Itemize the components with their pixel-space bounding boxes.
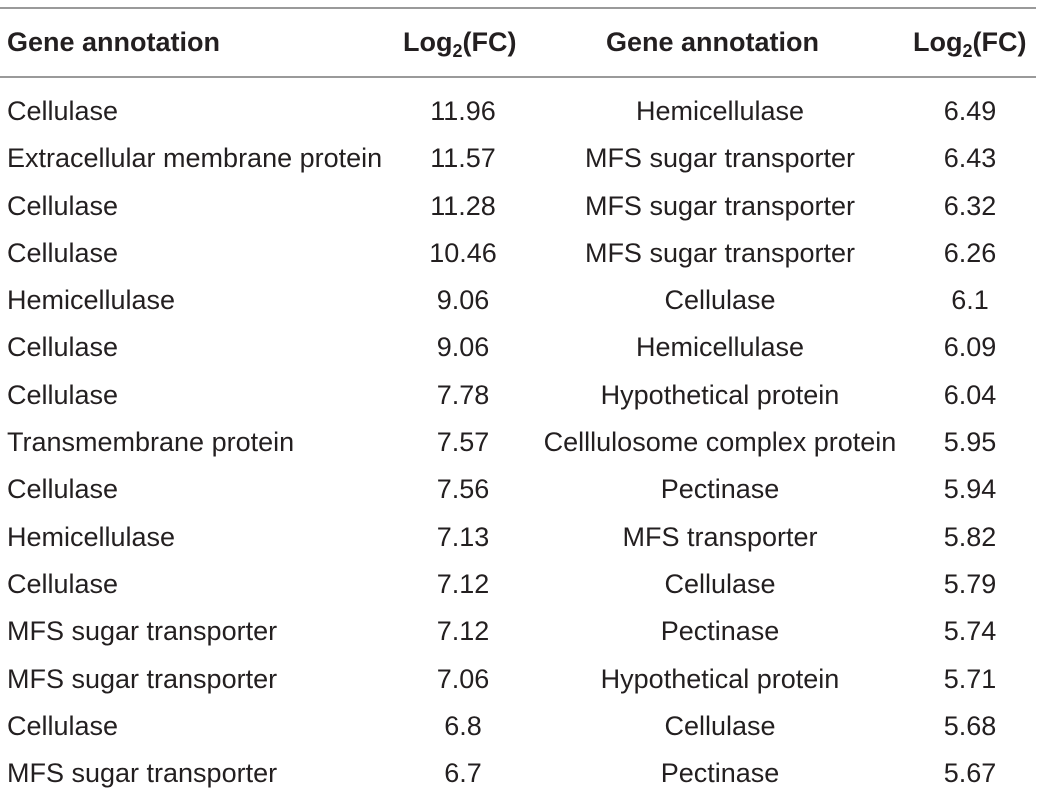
log2fc-left: 7.12 — [436, 568, 490, 599]
header-log2fc-1-sub: 2 — [452, 41, 463, 61]
gene-annotation-left: Cellulase — [7, 379, 119, 410]
table-row: Transmembrane protein 7.57 Celllulosome co… — [0, 419, 1040, 466]
log2fc-left: 7.13 — [436, 521, 490, 552]
table-row: Cellulase 11.28 MFS sugar transporter 6.32 — [0, 183, 1040, 230]
log2fc-right: 5.71 — [943, 663, 997, 694]
log2fc-left: 7.06 — [436, 663, 490, 694]
table-row: Cellulase 10.46 MFS sugar transporter 6.26 — [0, 230, 1040, 277]
gene-annotation-right: MFS sugar transporter — [584, 143, 856, 174]
table-row: Cellulase 7.56 Pectinase 5.94 — [0, 466, 1040, 513]
table-row: MFS sugar transporter 7.06 Hypothetical pr… — [0, 656, 1040, 703]
gene-annotation-right: Pectinase — [660, 758, 780, 789]
gene-annotation-left: Hemicellulase — [7, 521, 176, 552]
log2fc-left: 7.57 — [436, 427, 490, 458]
gene-annotation-right: MFS sugar transporter — [584, 237, 856, 268]
log2fc-right: 5.82 — [943, 521, 997, 552]
log2fc-left: 7.12 — [436, 616, 490, 647]
log2fc-right: 6.32 — [943, 190, 997, 221]
log2fc-right: 6.49 — [943, 96, 997, 126]
gene-annotation-left: MFS sugar transporter — [7, 663, 278, 694]
log2fc-left: 11.28 — [430, 190, 496, 221]
log2fc-left: 6.7 — [444, 758, 482, 789]
table-row: Cellulase 7.12 Cellulase 5.79 — [0, 561, 1040, 608]
gene-annotation-left: MFS sugar transporter — [7, 616, 278, 647]
gene-annotation-left: Cellulase — [7, 568, 119, 599]
gene-annotation-right: Pectinase — [660, 616, 780, 647]
log2fc-right: 5.67 — [943, 758, 997, 789]
log2fc-left: 9.06 — [436, 332, 490, 363]
gene-annotation-right: Hypothetical protein — [600, 379, 840, 410]
gene-annotation-right: MFS sugar transporter — [584, 190, 856, 221]
table-row: Cellulase 7.78 Hypothetical protein 6.04 — [0, 372, 1040, 419]
header-log2fc-1-tail: (FC) — [462, 27, 517, 57]
table-row: Cellulase 11.96 Hemicellulase 6.49 — [0, 88, 1040, 135]
gene-annotation-right: Cellulase — [664, 285, 776, 316]
gene-annotation-left: Cellulase — [7, 190, 119, 221]
log2fc-left: 6.8 — [444, 710, 482, 741]
header-log2fc-2: Log2(FC) — [913, 26, 1027, 61]
gene-annotation-right: Hypothetical protein — [600, 663, 840, 694]
gene-annotation-right: Pectinase — [660, 474, 780, 505]
log2fc-right: 6.09 — [943, 332, 997, 363]
gene-annotation-right: Hemicellulase — [635, 332, 805, 363]
log2fc-left: 11.57 — [430, 143, 496, 174]
header-rule — [0, 76, 1036, 78]
log2fc-right: 5.79 — [943, 568, 997, 599]
gene-annotation-right: MFS transporter — [622, 521, 818, 552]
log2fc-right: 5.95 — [943, 427, 997, 458]
header-gene-annotation-1: Gene annotation — [7, 27, 221, 57]
log2fc-left: 7.78 — [436, 379, 490, 410]
log2fc-right: 6.43 — [943, 143, 997, 174]
gene-annotation-left: Extracellular membrane protein — [7, 143, 383, 174]
gene-annotation-left: Hemicellulase — [7, 285, 176, 316]
gene-annotation-left: Cellulase — [7, 96, 119, 126]
table-row: Extracellular membrane protein 11.57 MFS s… — [0, 135, 1040, 182]
header-log2fc-2-tail: (FC) — [972, 27, 1027, 57]
log2fc-right: 5.74 — [943, 616, 997, 647]
log2fc-right: 6.1 — [951, 285, 989, 316]
gene-annotation-left: Transmembrane protein — [7, 427, 295, 458]
top-rule — [0, 7, 1036, 9]
table-row: Hemicellulase 7.13 MFS transporter 5.82 — [0, 514, 1040, 561]
log2fc-right: 5.94 — [943, 474, 997, 505]
gene-annotation-right: Cellulase — [664, 710, 776, 741]
table-header-row: Gene annotation Log2(FC) Gene annotation… — [0, 9, 1040, 76]
gene-annotation-right: Celllulosome complex protein — [543, 427, 897, 458]
log2fc-right: 6.26 — [943, 237, 997, 268]
table-row: Cellulase 9.06 Hemicellulase 6.09 — [0, 324, 1040, 371]
table-row: MFS sugar transporter 7.12 Pectinase 5.74 — [0, 608, 1040, 655]
gene-annotation-left: Cellulase — [7, 237, 119, 268]
log2fc-left: 9.06 — [436, 285, 490, 316]
gene-annotation-right: Cellulase — [664, 568, 776, 599]
header-gene-annotation-2: Gene annotation — [606, 27, 820, 57]
gene-annotation-right: Hemicellulase — [635, 96, 805, 126]
log2fc-left: 11.96 — [430, 96, 496, 126]
table-row: Cellulase 6.8 Cellulase 5.68 — [0, 703, 1040, 750]
log2fc-left: 10.46 — [429, 237, 497, 268]
table-row: MFS sugar transporter 6.7 Pectinase 5.67 — [0, 750, 1040, 797]
header-log2fc-1: Log2(FC) — [403, 26, 517, 61]
gene-annotation-left: MFS sugar transporter — [7, 758, 278, 789]
gene-annotation-left: Cellulase — [7, 474, 119, 505]
header-log2fc-2-main: Log — [913, 27, 963, 57]
log2fc-right: 6.04 — [943, 379, 997, 410]
header-log2fc-2-sub: 2 — [962, 41, 973, 61]
header-log2fc-1-main: Log — [403, 27, 453, 57]
log2fc-left: 7.56 — [436, 474, 490, 505]
gene-annotation-left: Cellulase — [7, 710, 119, 741]
gene-annotation-left: Cellulase — [7, 332, 119, 363]
log2fc-right: 5.68 — [943, 710, 997, 741]
table-row: Hemicellulase 9.06 Cellulase 6.1 — [0, 277, 1040, 324]
